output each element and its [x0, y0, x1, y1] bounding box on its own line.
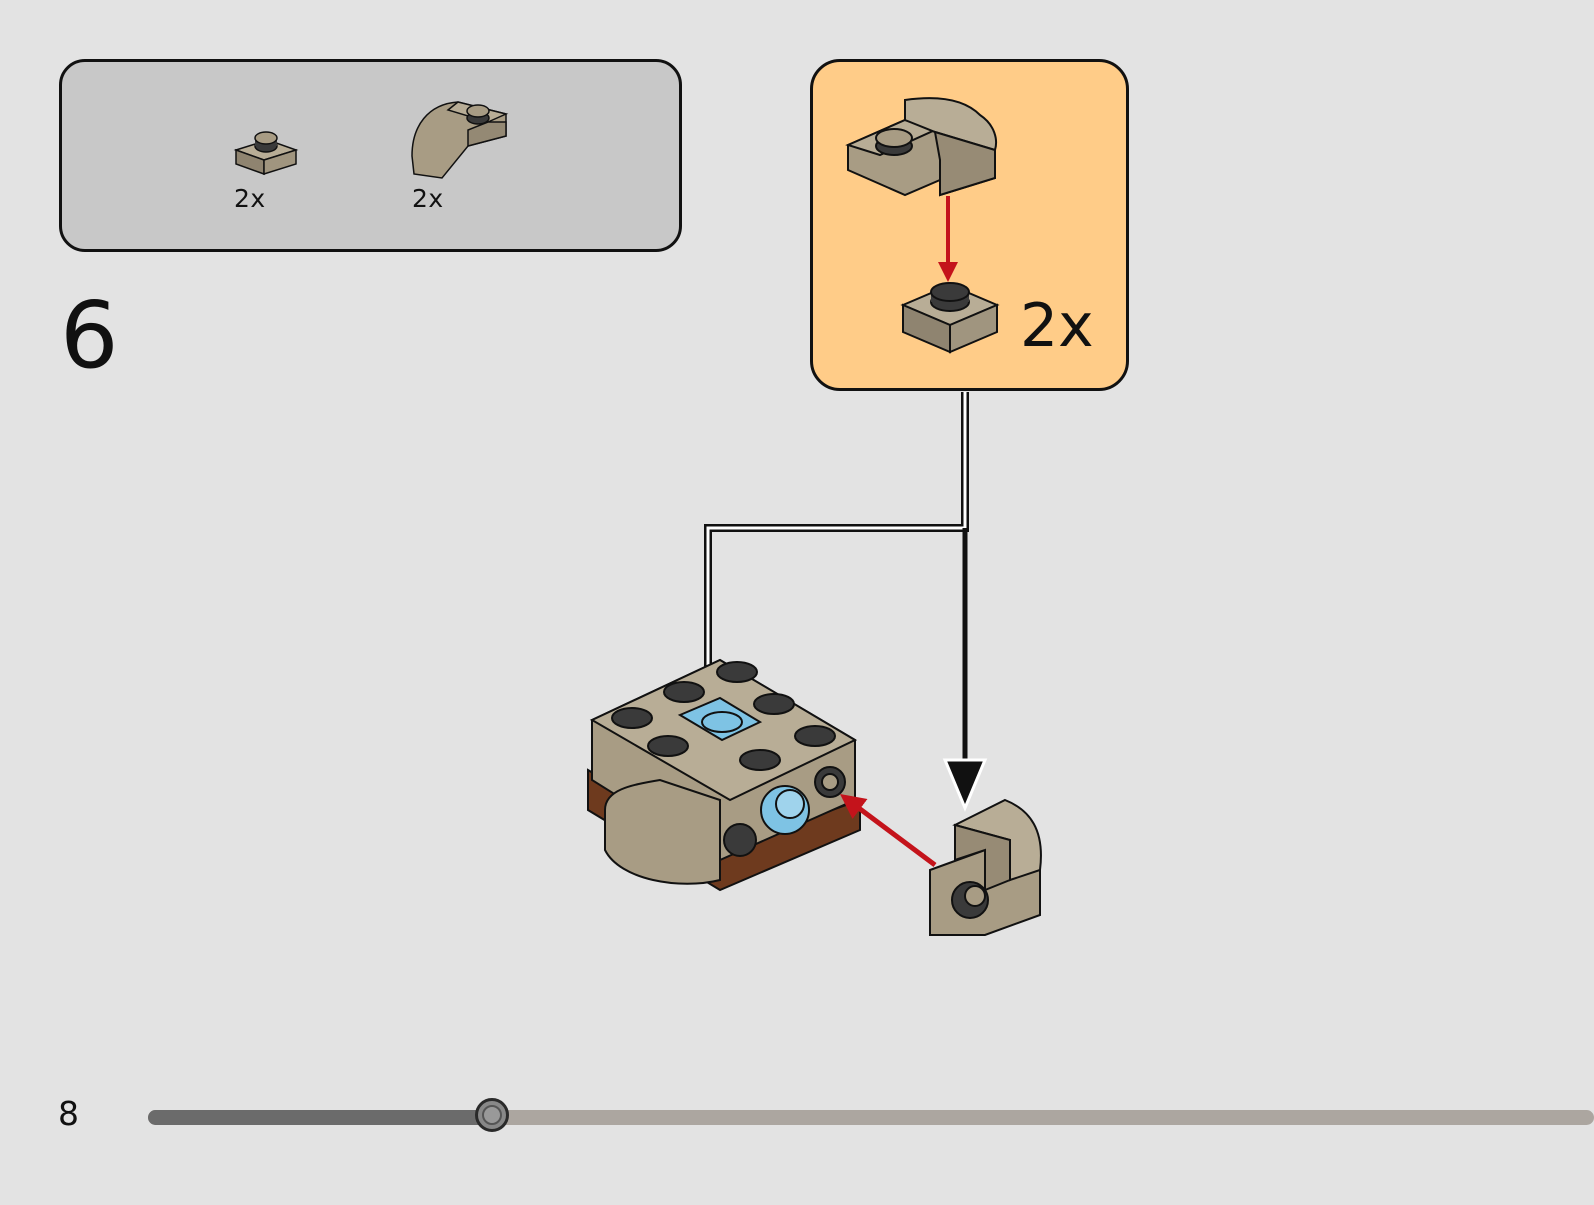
red-arrow-attach [839, 794, 937, 868]
progress-knob [475, 1098, 510, 1132]
bracket-piece [929, 798, 1042, 936]
main-model [587, 658, 861, 892]
plate-1x1-tan-icon [232, 128, 300, 184]
progress-fill [148, 1110, 493, 1125]
step-number: 6 [60, 282, 119, 389]
part-quantity-2: 2x [412, 184, 444, 213]
bracket-curved-icon [845, 97, 998, 197]
progress-bar [148, 1098, 1594, 1132]
curved-slope-tan-icon [408, 96, 512, 182]
plate-1x1-icon [900, 282, 1000, 354]
parts-list-box [59, 59, 682, 252]
page-number: 8 [58, 1094, 79, 1133]
subassembly-quantity: 2x [1020, 291, 1094, 361]
part-quantity-1: 2x [234, 184, 266, 213]
placement-arrow-right [942, 758, 988, 812]
